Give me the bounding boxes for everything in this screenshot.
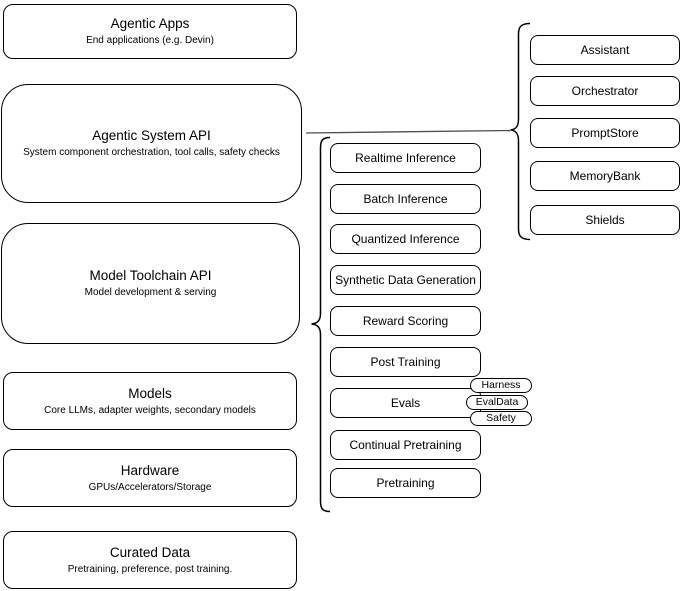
node-quantized-inference: Quantized Inference <box>330 224 481 254</box>
node-continual-pretraining: Continual Pretraining <box>330 430 481 460</box>
node-batch-inference: Batch Inference <box>330 184 481 214</box>
node-title: Agentic System API <box>92 128 211 143</box>
node-subtitle: Core LLMs, adapter weights, secondary mo… <box>44 404 256 416</box>
connector-line <box>305 129 511 134</box>
tag-evaldata: EvalData <box>466 395 528 410</box>
node-subtitle: Model development & serving <box>84 287 217 298</box>
node-agentic-system-api: Agentic System API System component orch… <box>1 84 302 203</box>
tag-safety: Safety <box>470 411 532 426</box>
node-title: Curated Data <box>109 544 191 560</box>
node-subtitle: System component orchestration, tool cal… <box>23 147 280 158</box>
node-subtitle: Pretraining, preference, post training. <box>67 563 233 575</box>
node-evals: Evals <box>330 388 481 418</box>
system-components-brace <box>510 22 531 241</box>
node-orchestrator: Orchestrator <box>530 76 680 106</box>
node-curated-data: Curated Data Pretraining, preference, po… <box>3 531 297 589</box>
tag-harness: Harness <box>470 378 532 393</box>
node-realtime-inference: Realtime Inference <box>330 143 481 173</box>
node-shields: Shields <box>530 205 680 235</box>
node-title: Agentic Apps <box>110 16 190 31</box>
node-reward-scoring: Reward Scoring <box>330 306 481 336</box>
node-hardware: Hardware GPUs/Accelerators/Storage <box>3 449 297 507</box>
node-assistant: Assistant <box>530 35 680 65</box>
node-title: Model Toolchain API <box>89 268 212 283</box>
node-subtitle: GPUs/Accelerators/Storage <box>88 481 212 493</box>
node-pretraining: Pretraining <box>330 468 481 498</box>
node-models: Models Core LLMs, adapter weights, secon… <box>3 372 297 430</box>
node-synthetic-data-generation: Synthetic Data Generation <box>330 265 481 295</box>
node-model-toolchain-api: Model Toolchain API Model development & … <box>1 223 300 344</box>
node-post-training: Post Training <box>330 347 481 377</box>
node-memorybank: MemoryBank <box>530 161 680 191</box>
node-title: Hardware <box>120 462 180 478</box>
node-promptstore: PromptStore <box>530 118 680 148</box>
node-title: Models <box>128 385 172 401</box>
node-subtitle: End applications (e.g. Devin) <box>86 35 214 46</box>
toolchain-brace <box>311 136 331 513</box>
node-agentic-apps: Agentic Apps End applications (e.g. Devi… <box>3 4 297 59</box>
